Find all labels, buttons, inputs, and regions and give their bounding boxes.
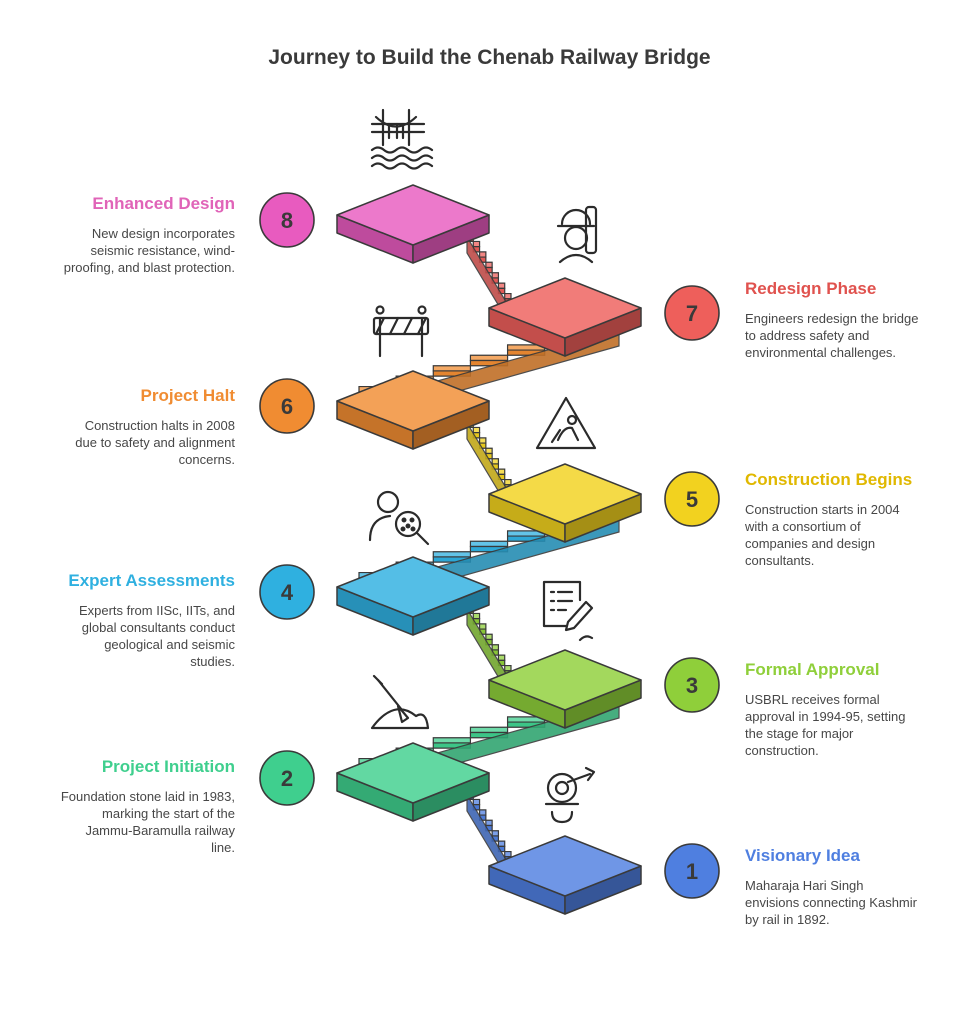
step-4-heading: Expert Assessments bbox=[68, 571, 235, 590]
step-3-number: 3 bbox=[686, 673, 698, 698]
step-2-description: Foundation stone laid in 1983, marking t… bbox=[60, 789, 235, 855]
step-5-number: 5 bbox=[686, 487, 698, 512]
step-6-heading: Project Halt bbox=[140, 386, 235, 405]
step-6-badge: 6 bbox=[259, 378, 315, 434]
step-1-platform bbox=[488, 835, 642, 915]
step-4-text: Expert Assessments Experts from IISc, II… bbox=[60, 569, 235, 670]
target-person-icon bbox=[544, 766, 596, 824]
bridge-water-icon bbox=[370, 108, 434, 170]
step-1-number: 1 bbox=[686, 859, 698, 884]
road-barrier-icon bbox=[372, 305, 430, 358]
step-2-text: Project Initiation Foundation stone laid… bbox=[60, 755, 235, 856]
page-title: Journey to Build the Chenab Railway Brid… bbox=[268, 46, 711, 69]
step-1-text: Visionary Idea Maharaja Hari Singh envis… bbox=[745, 844, 920, 928]
step-4-description: Experts from IISc, IITs, and global cons… bbox=[78, 603, 235, 669]
step-3-platform bbox=[488, 649, 642, 729]
person-magnifier-icon bbox=[368, 490, 430, 546]
step-1-description: Maharaja Hari Singh envisions connecting… bbox=[745, 878, 917, 927]
step-3-text: Formal Approval USBRL receives formal ap… bbox=[745, 658, 920, 759]
step-3-heading: Formal Approval bbox=[745, 660, 880, 679]
engineer-blueprint-icon bbox=[556, 205, 598, 264]
step-3-description: USBRL receives formal approval in 1994-9… bbox=[745, 692, 906, 758]
step-5-platform bbox=[488, 463, 642, 543]
step-6-number: 6 bbox=[281, 394, 293, 419]
step-7-text: Redesign Phase Engineers redesign the br… bbox=[745, 277, 920, 361]
step-8-badge: 8 bbox=[259, 192, 315, 248]
step-1-badge: 1 bbox=[664, 843, 720, 899]
step-2-badge: 2 bbox=[259, 750, 315, 806]
step-6-description: Construction halts in 2008 due to safety… bbox=[75, 418, 235, 467]
step-4-platform bbox=[336, 556, 490, 636]
step-5-badge: 5 bbox=[664, 471, 720, 527]
step-4-badge: 4 bbox=[259, 564, 315, 620]
step-8-heading: Enhanced Design bbox=[92, 194, 235, 213]
step-4-number: 4 bbox=[281, 580, 294, 605]
step-8-platform bbox=[336, 184, 490, 264]
step-8-number: 8 bbox=[281, 208, 293, 233]
step-1-heading: Visionary Idea bbox=[745, 846, 860, 865]
step-6-platform bbox=[336, 370, 490, 450]
step-8-text: Enhanced Design New design incorporates … bbox=[60, 192, 235, 276]
step-2-heading: Project Initiation bbox=[101, 757, 235, 776]
step-7-badge: 7 bbox=[664, 285, 720, 341]
step-6-text: Project Halt Construction halts in 2008 … bbox=[60, 384, 235, 468]
step-7-description: Engineers redesign the bridge to address… bbox=[745, 311, 919, 360]
step-8-description: New design incorporates seismic resistan… bbox=[63, 226, 235, 275]
step-7-platform bbox=[488, 277, 642, 357]
step-5-text: Construction Begins Construction starts … bbox=[745, 468, 920, 569]
step-5-description: Construction starts in 2004 with a conso… bbox=[745, 502, 900, 568]
shovel-dirt-icon bbox=[370, 674, 430, 730]
step-7-heading: Redesign Phase bbox=[745, 279, 877, 298]
step-5-heading: Construction Begins bbox=[745, 470, 913, 489]
step-3-badge: 3 bbox=[664, 657, 720, 713]
step-7-number: 7 bbox=[686, 301, 698, 326]
step-2-platform bbox=[336, 742, 490, 822]
construction-sign-icon bbox=[535, 396, 597, 450]
step-2-number: 2 bbox=[281, 766, 293, 791]
document-sign-icon bbox=[542, 580, 594, 642]
